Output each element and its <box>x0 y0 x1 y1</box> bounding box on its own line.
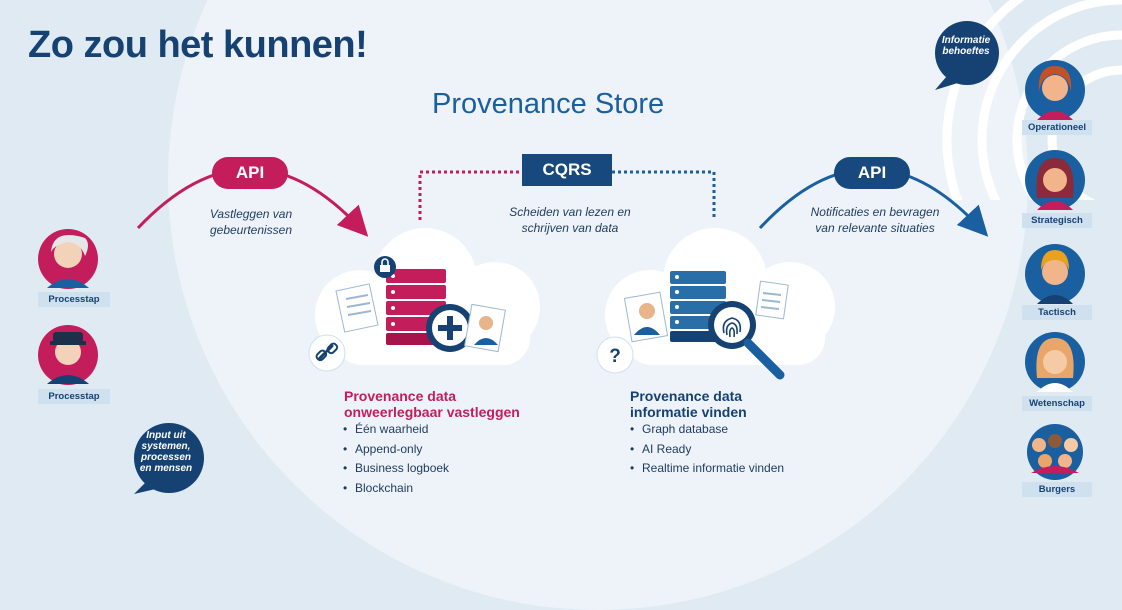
processtap-avatar-1 <box>38 229 98 289</box>
info-bubble-text: Informatie behoeftes <box>941 35 991 57</box>
svg-text:?: ? <box>609 346 621 367</box>
operationeel-avatar <box>1025 60 1085 120</box>
document-icon <box>755 280 789 320</box>
input-bubble-text: Input uit systemen, processen en mensen <box>139 430 193 474</box>
list-item: Realtime informatie vinden <box>630 459 784 479</box>
cqrs-line-left <box>418 170 522 220</box>
list-item: Één waarheid <box>343 420 449 440</box>
processtap-avatar-2 <box>38 325 98 385</box>
cqrs-caption: Scheiden van lezen en schrijven van data <box>509 205 631 235</box>
wetenschap-label: Wetenschap <box>1022 396 1092 411</box>
right-api-caption: Notificaties en bevragen van relevante s… <box>810 205 940 235</box>
magnifier-icon <box>743 338 785 380</box>
lock-icon <box>374 256 396 278</box>
signal-rings-decoration <box>942 0 1122 200</box>
list-item: Business logboek <box>343 459 449 479</box>
info-speech-bubble <box>935 21 999 90</box>
processtap-label-2: Processtap <box>38 389 110 404</box>
input-speech-bubble <box>134 423 204 494</box>
list-item: Blockchain <box>343 479 449 499</box>
operationeel-label: Operationeel <box>1022 120 1092 135</box>
person-photo-icon <box>464 303 506 353</box>
list-item: Graph database <box>630 420 784 440</box>
document-icon <box>335 283 379 333</box>
tactisch-avatar <box>1025 244 1085 304</box>
store-title: Provenance Store <box>432 88 665 120</box>
processtap-label-1: Processtap <box>38 292 110 307</box>
write-feature-list: Één waarheid Append-only Business logboe… <box>343 420 449 498</box>
person-photo-icon <box>623 291 669 343</box>
read-cloud: ? <box>596 228 835 380</box>
wetenschap-avatar <box>1025 332 1085 392</box>
list-item: Append-only <box>343 440 449 460</box>
strategisch-avatar <box>1025 150 1085 210</box>
burgers-avatar <box>1027 424 1083 480</box>
page-title: Zo zou het kunnen! <box>28 24 368 66</box>
plus-icon <box>426 304 474 352</box>
read-feature-list: Graph database AI Ready Realtime informa… <box>630 420 784 479</box>
link-icon <box>308 334 346 372</box>
write-section-title: Provenance data onweerlegbaar vastleggen <box>344 388 520 420</box>
right-api-badge: API <box>834 157 910 189</box>
cqrs-badge: CQRS <box>522 154 612 186</box>
burgers-label: Burgers <box>1022 482 1092 497</box>
cqrs-line-right <box>612 170 716 220</box>
tactisch-label: Tactisch <box>1022 305 1092 320</box>
question-icon: ? <box>596 336 634 374</box>
left-api-caption: Vastleggen van gebeurtenissen <box>209 207 293 237</box>
left-api-badge: API <box>212 157 288 189</box>
strategisch-label: Strategisch <box>1022 213 1092 228</box>
list-item: AI Ready <box>630 440 784 460</box>
read-section-title: Provenance data informatie vinden <box>630 388 747 420</box>
fingerprint-icon <box>708 301 756 349</box>
write-cloud <box>308 228 540 372</box>
